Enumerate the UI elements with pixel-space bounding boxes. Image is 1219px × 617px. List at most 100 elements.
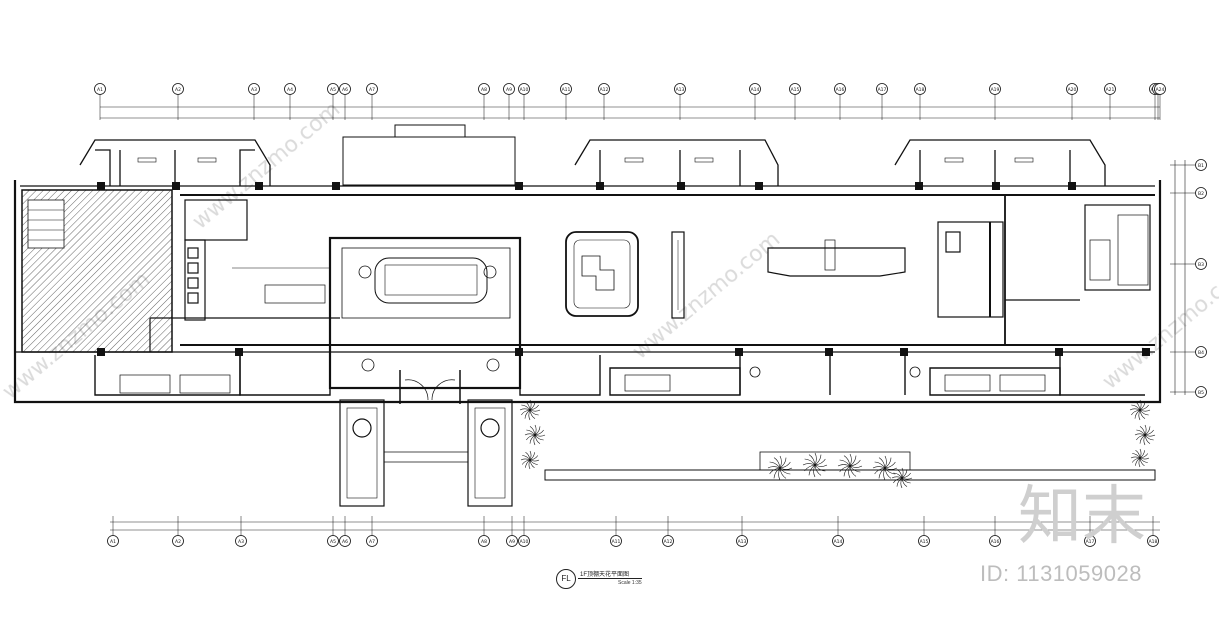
plant-symbol <box>520 450 540 470</box>
grid-axis-label: A21 <box>1106 87 1115 93</box>
grid-axis-bubble <box>610 535 622 547</box>
grid-axis-label: A18 <box>916 87 925 93</box>
grid-axis-label: A1 <box>97 87 103 93</box>
plant-symbol <box>1129 399 1151 421</box>
exterior-walls <box>13 180 1162 404</box>
grid-axis-label: B1 <box>1198 163 1204 169</box>
plant-symbol <box>872 455 898 481</box>
grid-axis-bubble <box>366 535 378 547</box>
plant-symbol <box>802 452 828 478</box>
plant-symbol <box>837 453 863 479</box>
grid-axis-bubble <box>674 83 686 95</box>
grid-axis-bubble <box>172 535 184 547</box>
grid-axis-label: A11 <box>612 539 621 545</box>
grid-axis-label: A9 <box>506 87 512 93</box>
title-underline <box>578 578 642 579</box>
grid-axis-bubble <box>876 83 888 95</box>
grid-axis-bubble <box>989 83 1001 95</box>
grid-axis-label: A24 <box>1156 87 1165 93</box>
grid-axis-label: A12 <box>600 87 609 93</box>
grid-axis-bubble <box>366 83 378 95</box>
grid-axis-label: A20 <box>1068 87 1077 93</box>
structural-columns <box>97 182 1150 356</box>
grid-axis-label: A11 <box>562 87 571 93</box>
diagonal-watermarks: www.znzmo.com www.znzmo.com www.znzmo.co… <box>0 97 1219 405</box>
drawing-label-code: FL <box>556 569 576 589</box>
grid-axis-label: B4 <box>1198 350 1204 356</box>
grid-axis-bubble <box>832 535 844 547</box>
plant-symbol <box>1130 448 1150 468</box>
drawing-title-block: FL 1F顶棚天花平面图 Scale 1:35 <box>556 567 666 589</box>
central-hall <box>328 236 522 404</box>
grid-axis-bubble <box>662 535 674 547</box>
grid-axis-bubble <box>478 535 490 547</box>
planting-symbols <box>519 399 1156 489</box>
grid-axis-bubble <box>339 83 351 95</box>
counter <box>767 239 906 277</box>
grid-axis-label: B3 <box>1198 262 1204 268</box>
grid-axis-label: A6 <box>342 539 348 545</box>
grid-axis-label: A13 <box>738 539 747 545</box>
grid-axis-label: A3 <box>238 539 244 545</box>
grid-axis-bubble <box>94 83 106 95</box>
grid-axis-label: A3 <box>251 87 257 93</box>
grid-axis-label: A2 <box>175 539 181 545</box>
roof-structure <box>342 124 516 186</box>
grid-axis-bubble <box>789 83 801 95</box>
grid-axis-label: A10 <box>520 87 529 93</box>
grid-axis-label: A17 <box>878 87 887 93</box>
grid-axis-bubble <box>1195 346 1207 358</box>
grid-axis-label: A5 <box>330 87 336 93</box>
grid-axis-label: A2 <box>175 87 181 93</box>
entry-pads <box>339 399 513 507</box>
plant-symbol <box>1134 424 1156 446</box>
grid-axis-bubble <box>172 83 184 95</box>
grid-axis-label: A1 <box>110 539 116 545</box>
grid-axis-bubble <box>518 535 530 547</box>
grid-axis-label: A9 <box>509 539 515 545</box>
plant-symbol <box>524 424 546 446</box>
grid-axis-bubble <box>989 535 1001 547</box>
grid-axis-label: A17 <box>1086 539 1095 545</box>
grid-axis-bubble <box>834 83 846 95</box>
grid-axis-label: B2 <box>1198 191 1204 197</box>
grid-axis-bubble <box>1195 386 1207 398</box>
watermark-text: www.znzmo.com <box>188 97 345 235</box>
grid-axis-bubble <box>339 535 351 547</box>
grid-axis-label: A14 <box>751 87 760 93</box>
grid-axis-bubble <box>1154 83 1166 95</box>
grid-axis-label: B5 <box>1198 390 1204 396</box>
plant-symbol <box>519 399 541 421</box>
plant-symbol <box>891 467 913 489</box>
bottom-rooms <box>94 355 1145 396</box>
grid-axis-bubble <box>560 83 572 95</box>
ceiling-feature-square <box>565 231 639 317</box>
grid-axis-bubble <box>235 535 247 547</box>
plant-symbol <box>767 455 793 481</box>
right-service-zone <box>937 195 1151 345</box>
watermark-id: ID: 1131059028 <box>980 561 1142 586</box>
service-column <box>671 231 685 319</box>
grid-axis-bubble <box>1147 535 1159 547</box>
grid-axis-label: A4 <box>287 87 293 93</box>
grid-axis-bubble <box>518 83 530 95</box>
grid-axis-label: A18 <box>1149 539 1158 545</box>
grid-axis-label: A16 <box>836 87 845 93</box>
grid-axis-label: A15 <box>920 539 929 545</box>
grid-axis-bubble <box>1066 83 1078 95</box>
grid-axis-bubble <box>736 535 748 547</box>
top-bay-windows <box>79 139 1106 186</box>
grid-axis-bubble <box>749 83 761 95</box>
hatched-core-area <box>21 189 173 353</box>
grid-axis-label: A8 <box>481 87 487 93</box>
grid-axis-label: A7 <box>369 87 375 93</box>
grid-axis-label: A5 <box>330 539 336 545</box>
drawing-title: 1F顶棚天花平面图 <box>580 572 630 578</box>
grid-axis-bubble <box>1195 159 1207 171</box>
grid-axis-bubble <box>506 535 518 547</box>
grid-axis-bubble <box>327 535 339 547</box>
grid-axis-label: A6 <box>342 87 348 93</box>
grid-axis-bubble <box>1104 83 1116 95</box>
